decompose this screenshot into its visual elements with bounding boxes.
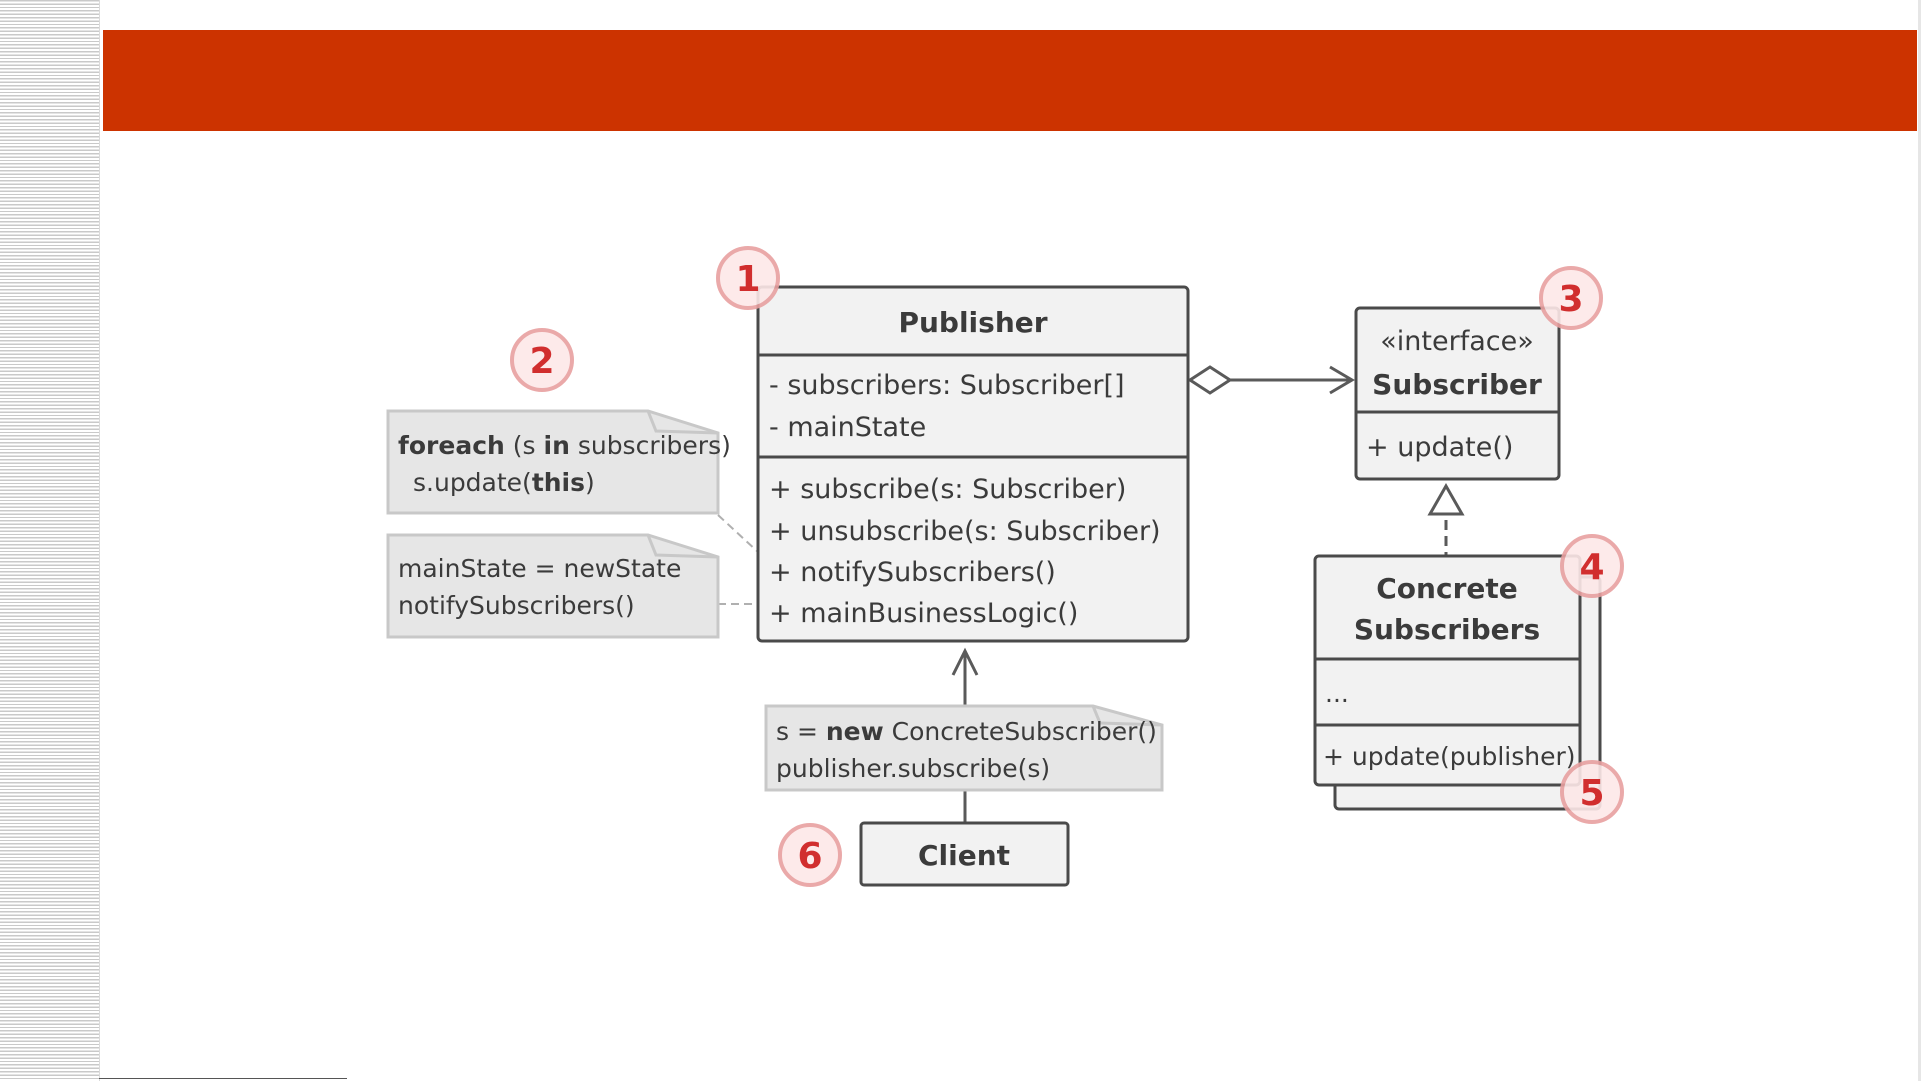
- note-foreach-line2-post: ): [585, 468, 595, 497]
- left-stripe-decoration: [0, 0, 100, 1081]
- marker-4: 4: [1560, 534, 1624, 598]
- marker-5: 5: [1560, 760, 1624, 824]
- marker-2: 2: [510, 328, 574, 392]
- note-main-line1: mainState = newState: [398, 554, 681, 583]
- marker-3-label: 3: [1558, 279, 1583, 320]
- subscriber-title: Subscriber: [1372, 368, 1542, 401]
- footer-rule: [99, 1078, 347, 1079]
- note-foreach-line2-kw: this: [532, 468, 585, 497]
- marker-6-label: 6: [797, 836, 822, 877]
- marker-2-label: 2: [529, 341, 554, 382]
- marker-1-label: 1: [735, 259, 760, 300]
- marker-1: 1: [716, 246, 780, 310]
- note-foreach-t2: subscribers): [570, 431, 731, 460]
- note-foreach-kw1: foreach: [398, 431, 505, 460]
- connectors: [717, 365, 1465, 822]
- concrete-method: + update(publisher): [1323, 742, 1576, 771]
- svg-text:s.update(this): s.update(this): [413, 468, 595, 497]
- publisher-method: + notifySubscribers(): [769, 557, 1056, 588]
- realization-triangle: [1427, 482, 1465, 516]
- note-foreach-connector: [717, 514, 759, 553]
- aggregation-arrowhead: [1329, 365, 1355, 395]
- note-client-line2: publisher.subscribe(s): [776, 754, 1050, 783]
- publisher-class: Publisher - subscribers: Subscriber[] - …: [756, 285, 1190, 643]
- note-foreach-line2-pre: s.update(: [413, 468, 532, 497]
- note-foreach-kw2: in: [544, 431, 570, 460]
- aggregation-diamond: [1187, 365, 1233, 395]
- note-client-pre: s =: [776, 717, 826, 746]
- note-client-code: s = new ConcreteSubscriber() publisher.s…: [764, 704, 1164, 792]
- client-class: Client: [859, 821, 1070, 887]
- concrete-fields: ...: [1325, 679, 1349, 708]
- subscriber-stereotype: «interface»: [1380, 326, 1533, 357]
- note-client-kw: new: [826, 717, 884, 746]
- note-foreach: foreach (s in subscribers) s.update(this…: [386, 409, 731, 515]
- note-client-post: ConcreteSubscriber(): [884, 717, 1157, 746]
- svg-text:foreach (s in subscribers): foreach (s in subscribers): [398, 431, 731, 460]
- right-edge-decoration: [1918, 0, 1921, 1081]
- publisher-field: - mainState: [769, 412, 926, 443]
- note-main-logic: mainState = newState notifySubscribers(): [386, 533, 720, 639]
- subscriber-method: + update(): [1366, 432, 1513, 463]
- marker-5-label: 5: [1579, 773, 1604, 814]
- concrete-subscribers-class: Concrete Subscribers ... + update(publis…: [1313, 554, 1602, 811]
- client-title: Client: [918, 839, 1010, 872]
- note-foreach-t1: (s: [505, 431, 544, 460]
- subscriber-interface: «interface» Subscriber + update(): [1354, 306, 1561, 481]
- marker-4-label: 4: [1579, 547, 1604, 588]
- concrete-title-line1: Concrete: [1376, 572, 1518, 605]
- marker-6: 6: [778, 823, 842, 887]
- publisher-title: Publisher: [898, 306, 1047, 339]
- publisher-method: + subscribe(s: Subscriber): [769, 474, 1126, 505]
- concrete-title-line2: Subscribers: [1354, 613, 1540, 646]
- svg-text:s = new ConcreteSubscriber(): s = new ConcreteSubscriber(): [776, 717, 1157, 746]
- publisher-method: + unsubscribe(s: Subscriber): [769, 516, 1161, 547]
- marker-3: 3: [1539, 266, 1603, 330]
- publisher-field: - subscribers: Subscriber[]: [769, 370, 1125, 401]
- title-banner: [103, 30, 1917, 131]
- client-dependency-arrowhead: [951, 647, 979, 676]
- note-main-line2: notifySubscribers(): [398, 591, 635, 620]
- publisher-method: + mainBusinessLogic(): [769, 598, 1078, 629]
